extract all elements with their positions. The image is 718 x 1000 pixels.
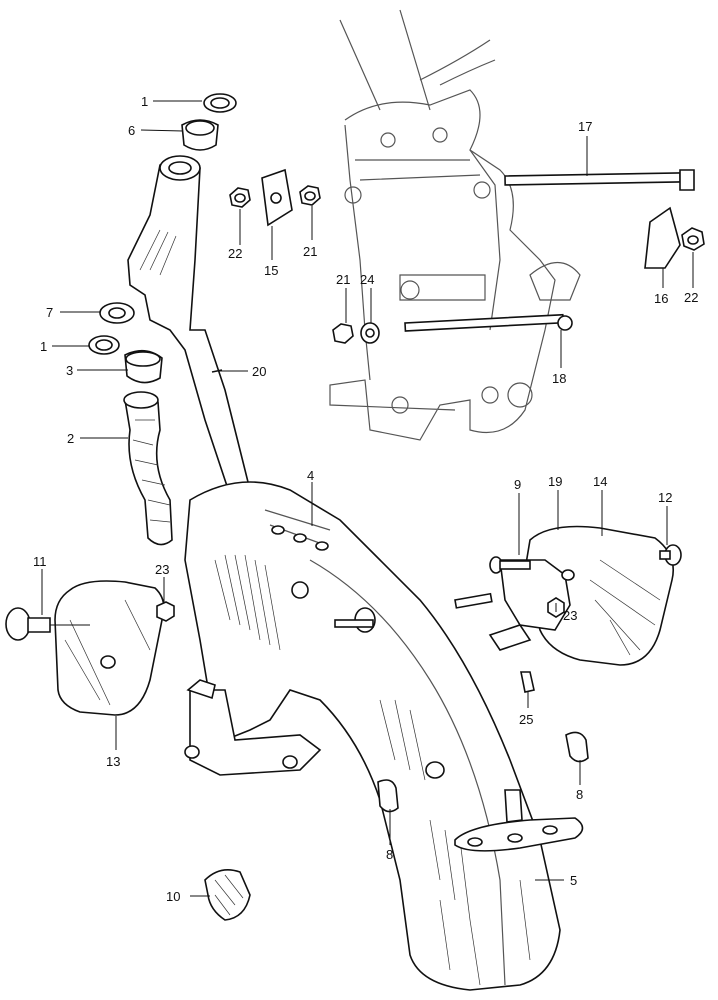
callout-8: 8 <box>576 787 583 802</box>
clip-15 <box>261 168 293 227</box>
nut-22-left <box>229 187 251 208</box>
callout-19: 19 <box>548 474 562 489</box>
callout-21: 21 <box>336 272 350 287</box>
callout-20: 20 <box>252 364 266 379</box>
nut-23-left <box>156 601 175 622</box>
grommet-10 <box>204 869 251 921</box>
rubber-emblem-8-right <box>565 731 589 763</box>
engine-mount-bracket <box>184 679 322 776</box>
screw-12 <box>659 544 682 566</box>
carrier-bracket-5 <box>454 789 584 852</box>
leader-lines <box>41 100 694 897</box>
callout-12: 12 <box>658 490 672 505</box>
callout-17: 17 <box>578 119 592 134</box>
callout-10: 10 <box>166 889 180 904</box>
callout-23: 23 <box>563 608 577 623</box>
nut-22-right <box>681 227 705 251</box>
callout-22: 22 <box>228 246 242 261</box>
toolbox-cover-14 <box>524 525 674 666</box>
callout-16: 16 <box>654 291 668 306</box>
callout-18: 18 <box>552 371 566 386</box>
bolt-9 <box>489 556 531 574</box>
nut-21-lower <box>332 323 354 344</box>
clip-25 <box>520 671 535 693</box>
knob-screw-11 <box>5 607 90 641</box>
callout-22: 22 <box>684 290 698 305</box>
callout-8: 8 <box>386 847 393 862</box>
bearing-cup-top <box>181 119 219 151</box>
callout-15: 15 <box>264 263 278 278</box>
side-cover-13 <box>54 580 165 716</box>
bearing-cup-lower <box>124 349 163 384</box>
bearing-washer-top <box>203 93 237 113</box>
callout-23: 23 <box>155 562 169 577</box>
callout-7: 7 <box>46 305 53 320</box>
rubber-emblem-8-center <box>377 779 399 813</box>
callout-25: 25 <box>519 712 533 727</box>
bearing-washer-lower <box>88 335 120 355</box>
frame-outline-drawing <box>329 9 581 441</box>
nut-21-top <box>299 185 321 206</box>
callout-labels: 1 6 22 15 21 17 16 22 21 24 7 1 3 20 18 … <box>33 94 698 904</box>
callout-6: 6 <box>128 123 135 138</box>
clip-16 <box>644 206 681 269</box>
callout-24: 24 <box>360 272 374 287</box>
washer-7 <box>99 302 135 324</box>
stud-bolt <box>334 592 493 628</box>
callout-11: 11 <box>33 554 47 569</box>
callout-21: 21 <box>303 244 317 259</box>
steering-column <box>127 155 251 496</box>
pin-20 <box>211 369 223 373</box>
callout-13: 13 <box>106 754 120 769</box>
hose-2 <box>123 391 173 546</box>
callout-14: 14 <box>593 474 607 489</box>
callout-2: 2 <box>67 431 74 446</box>
washer-24 <box>360 322 380 344</box>
callout-4: 4 <box>307 468 314 483</box>
bolt-17 <box>504 169 695 191</box>
callout-1: 1 <box>40 339 47 354</box>
bolt-18 <box>404 313 573 332</box>
callout-5: 5 <box>570 873 577 888</box>
callout-3: 3 <box>66 363 73 378</box>
callout-1: 1 <box>141 94 148 109</box>
callout-9: 9 <box>514 477 521 492</box>
